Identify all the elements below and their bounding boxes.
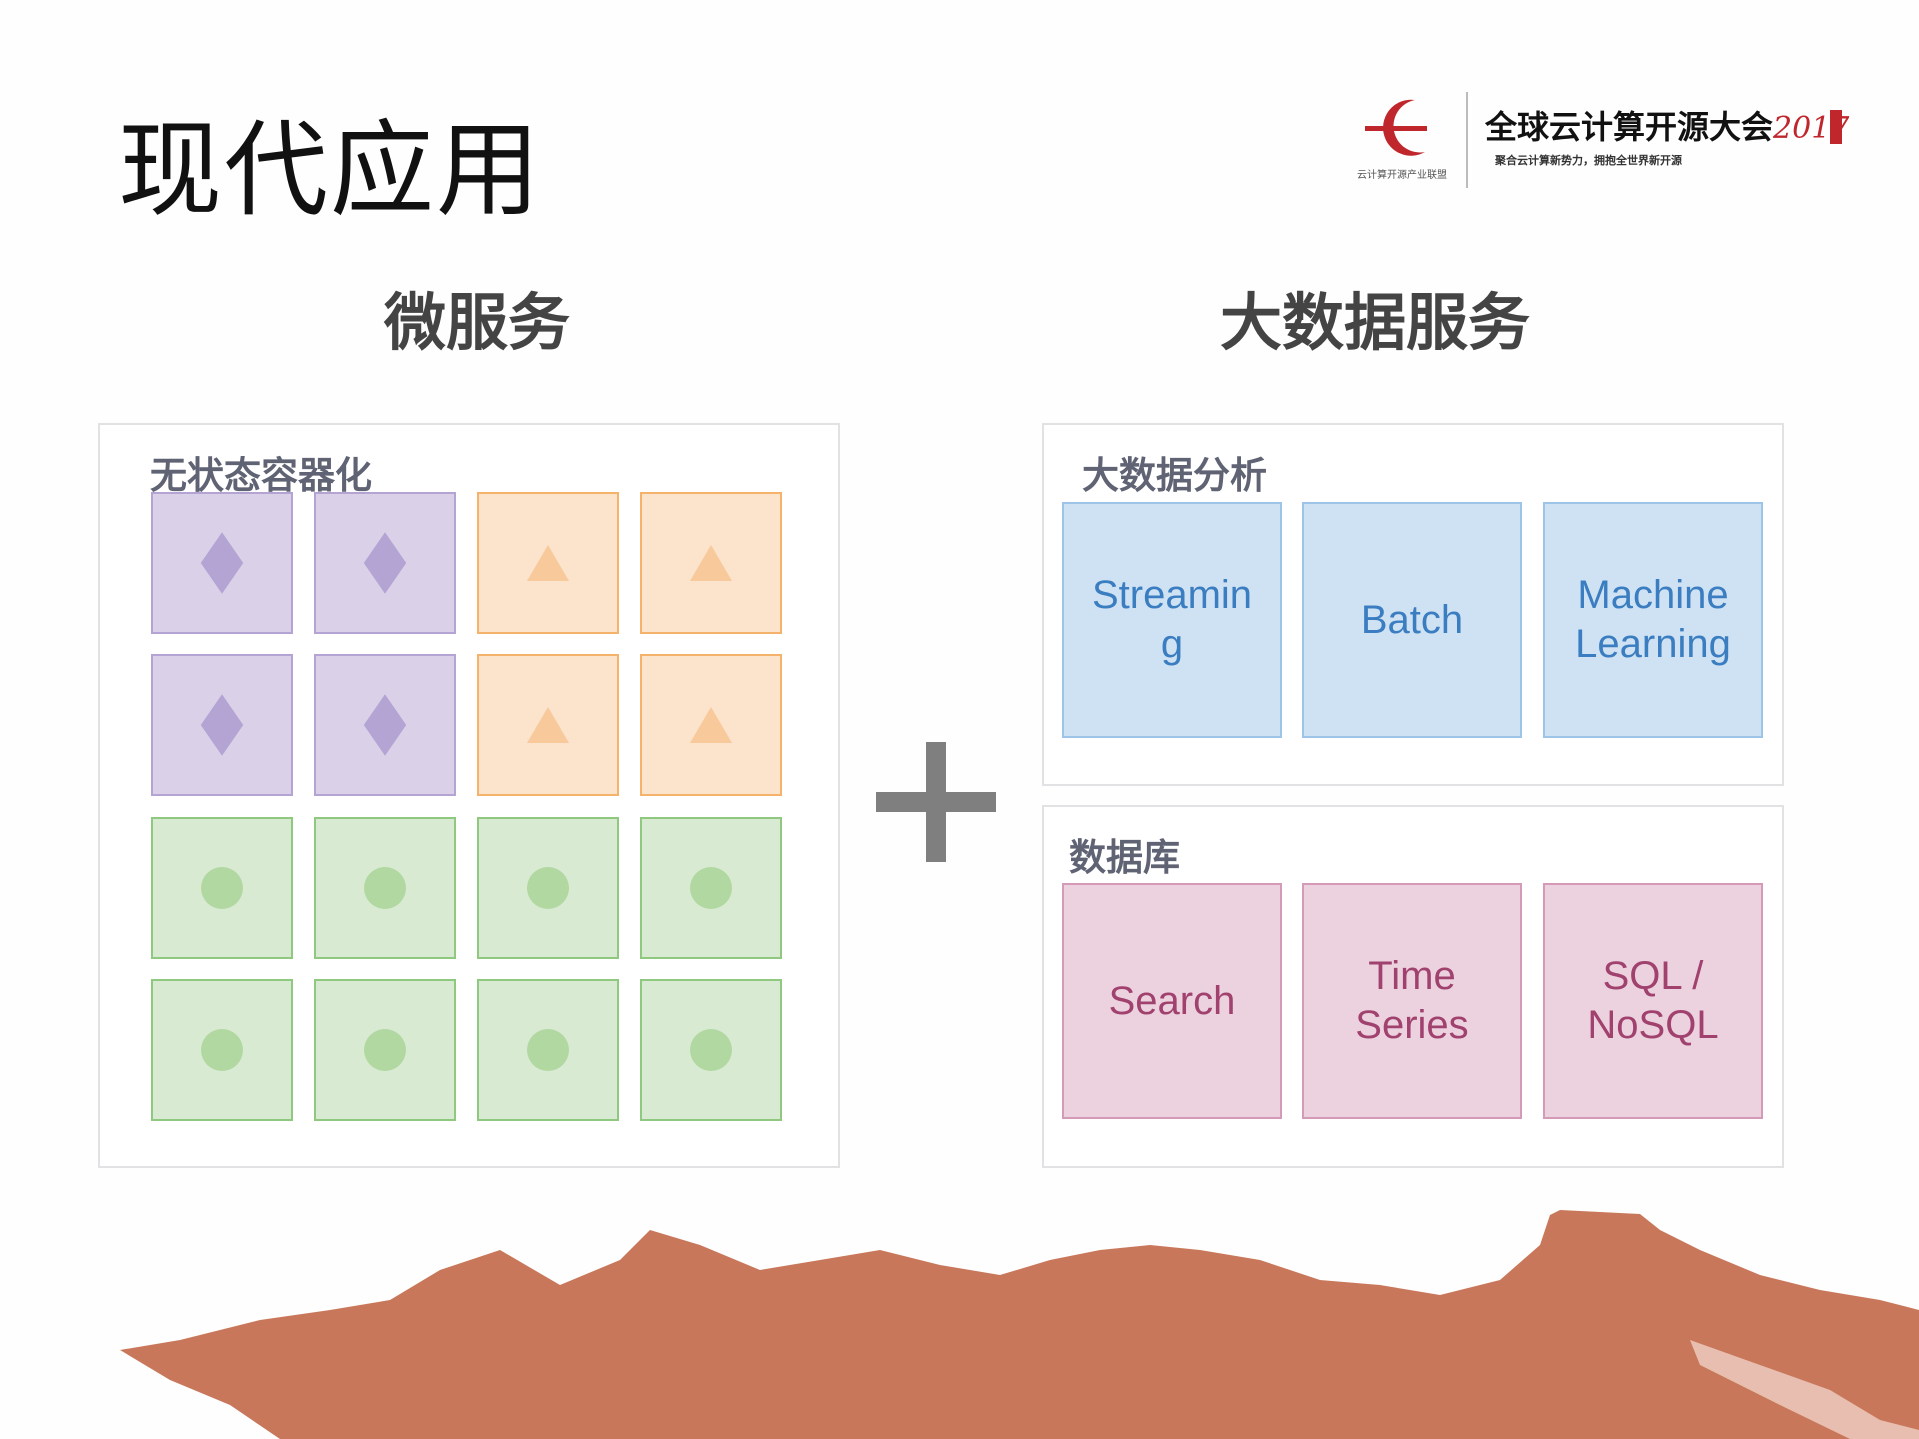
stateless-containers-panel: 无状态容器化 xyxy=(98,423,840,1168)
microservices-heading: 微服务 xyxy=(383,286,570,359)
container-tile-triangle xyxy=(640,654,782,796)
search-card: Search xyxy=(1062,883,1282,1119)
mountain-silhouette xyxy=(120,1210,1919,1439)
conference-title: 全球云计算开源大会 xyxy=(1485,108,1774,146)
circle-icon xyxy=(690,1029,732,1071)
card-label: Time Series xyxy=(1355,954,1469,1047)
triangle-icon xyxy=(527,707,569,743)
circle-icon xyxy=(527,1029,569,1071)
machine-learning-card: Machine Learning xyxy=(1543,502,1763,738)
sql-nosql-card: SQL / NoSQL xyxy=(1543,883,1763,1119)
circle-icon xyxy=(690,867,732,909)
container-tile-triangle xyxy=(640,492,782,634)
card-label: SQL / NoSQL xyxy=(1587,954,1719,1047)
diamond-icon xyxy=(363,532,407,594)
diamond-icon xyxy=(200,694,244,756)
diamond-icon xyxy=(200,532,244,594)
big-data-analytics-panel: 大数据分析 Streaming Batch Machine Learning xyxy=(1042,423,1784,786)
container-tile-diamond xyxy=(151,492,293,634)
great-wall-mountains-decoration xyxy=(120,1210,1919,1439)
container-tile-circle xyxy=(640,979,782,1121)
plus-icon-vertical xyxy=(926,742,946,862)
card-label: Search xyxy=(1108,978,1236,1023)
container-tile-circle xyxy=(477,979,619,1121)
panel-title: 大数据分析 xyxy=(1082,454,1267,497)
triangle-icon xyxy=(690,545,732,581)
container-tile-circle xyxy=(640,817,782,959)
panel-title: 数据库 xyxy=(1069,836,1180,879)
wall-highlight xyxy=(1690,1340,1919,1439)
logo-badge xyxy=(1830,110,1842,144)
container-tile-triangle xyxy=(477,654,619,796)
container-tile-circle xyxy=(314,979,456,1121)
card-label: Streaming xyxy=(1091,573,1253,666)
alliance-name: 云计算开源产业联盟 xyxy=(1357,170,1447,181)
conference-name: 全球云计算开源大会2017 xyxy=(1485,102,1849,148)
conference-logo: 云计算开源产业联盟 全球云计算开源大会2017 聚合云计算新势力，拥抱全世界新开… xyxy=(1355,92,1855,192)
database-panel: 数据库 Search Time Series SQL / NoSQL xyxy=(1042,805,1784,1168)
container-tile-circle xyxy=(314,817,456,959)
circle-icon xyxy=(527,867,569,909)
circle-icon xyxy=(201,867,243,909)
panel-title: 无状态容器化 xyxy=(150,454,372,497)
big-data-services-heading: 大数据服务 xyxy=(1219,286,1530,359)
alliance-logo-icon xyxy=(1365,99,1427,156)
conference-slogan: 聚合云计算新势力，拥抱全世界新开源 xyxy=(1495,154,1682,167)
diamond-icon xyxy=(363,694,407,756)
batch-card: Batch xyxy=(1302,502,1522,738)
card-label: Machine Learning xyxy=(1575,573,1731,666)
container-tile-diamond xyxy=(151,654,293,796)
streaming-card: Streaming xyxy=(1062,502,1282,738)
triangle-icon xyxy=(690,707,732,743)
slide-title: 现代应用 xyxy=(118,109,543,231)
container-tile-circle xyxy=(477,817,619,959)
container-tile-circle xyxy=(151,817,293,959)
triangle-icon xyxy=(527,545,569,581)
container-tile-diamond xyxy=(314,654,456,796)
circle-icon xyxy=(201,1029,243,1071)
card-label: Batch xyxy=(1360,597,1464,642)
circle-icon xyxy=(364,1029,406,1071)
container-tile-diamond xyxy=(314,492,456,634)
container-tile-circle xyxy=(151,979,293,1121)
logo-divider xyxy=(1466,92,1468,188)
time-series-card: Time Series xyxy=(1302,883,1522,1119)
circle-icon xyxy=(364,867,406,909)
container-tile-triangle xyxy=(477,492,619,634)
